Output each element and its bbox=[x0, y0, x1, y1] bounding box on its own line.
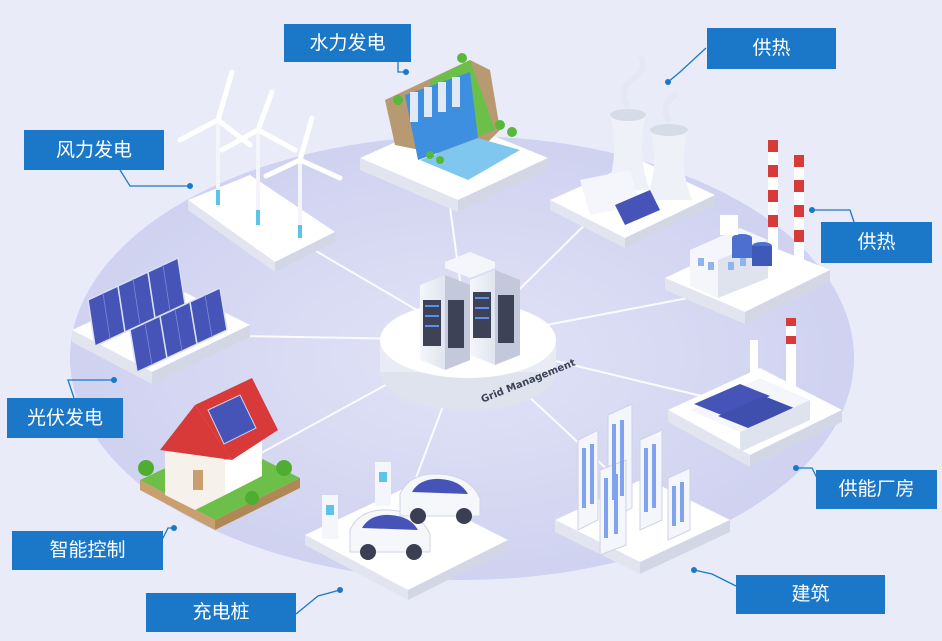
label-solar-power: 光伏发电 bbox=[7, 398, 123, 438]
smart-home-illustration bbox=[138, 378, 300, 530]
label-wind-power: 风力发电 bbox=[24, 130, 164, 170]
grid-management-hub: Grid Management bbox=[380, 252, 577, 410]
label-charging-pile: 充电桩 bbox=[146, 593, 296, 632]
label-heating-top: 供热 bbox=[707, 28, 836, 69]
label-energy-factory: 供能厂房 bbox=[816, 470, 937, 509]
energy-factory-illustration bbox=[668, 318, 842, 467]
ev-car-icon bbox=[399, 473, 481, 524]
ev-charging-illustration bbox=[305, 462, 508, 600]
city-buildings-illustration bbox=[555, 403, 730, 574]
label-smart-control: 智能控制 bbox=[12, 531, 163, 570]
label-building: 建筑 bbox=[736, 575, 885, 614]
server-rack-icon bbox=[420, 252, 520, 370]
hydro-plant-illustration bbox=[360, 53, 548, 212]
label-hydro-power: 水力发电 bbox=[284, 24, 411, 62]
callout-dots bbox=[111, 69, 815, 593]
cooling-tower-plant-illustration bbox=[550, 54, 715, 248]
wind-farm-illustration bbox=[177, 69, 343, 272]
chimney-plant-illustration bbox=[665, 140, 830, 324]
solar-farm-illustration bbox=[72, 256, 250, 384]
label-heating-right: 供热 bbox=[821, 222, 932, 263]
ev-car-icon bbox=[349, 509, 431, 560]
